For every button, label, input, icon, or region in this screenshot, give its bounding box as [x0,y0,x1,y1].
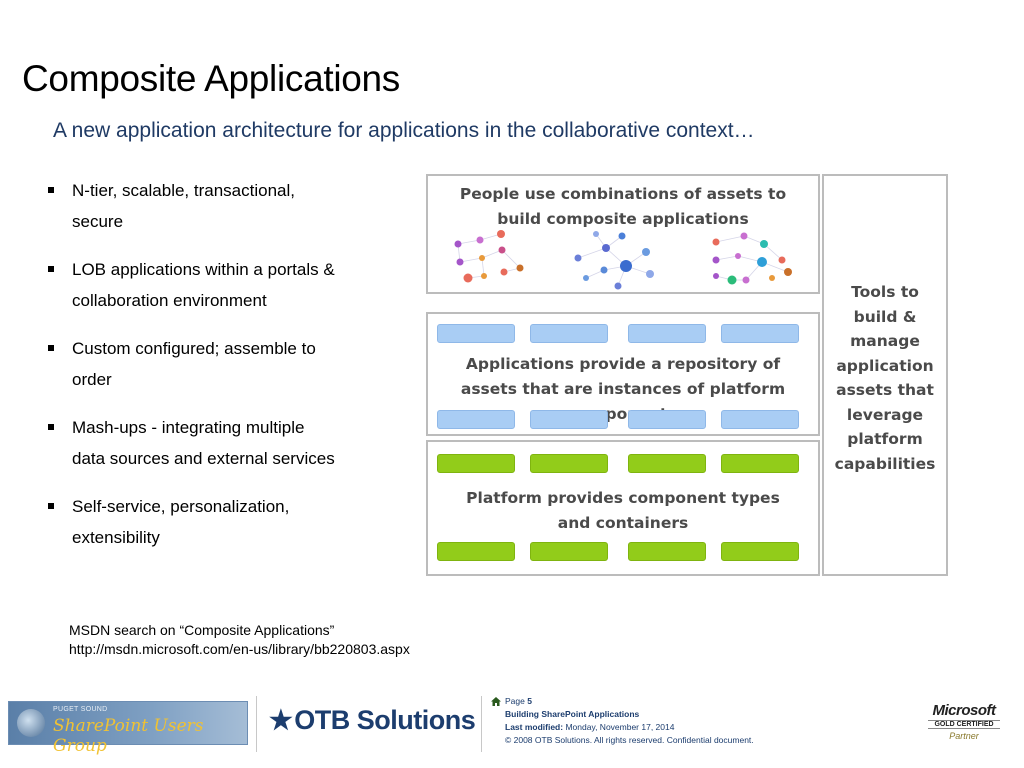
group-logo-small-text: PUGET SOUND [53,706,108,713]
platform-component-block [721,542,799,561]
gold-certified-badge: GOLD CERTIFIED [928,720,1000,729]
composite-network-icon [454,230,792,290]
bullet-square-icon [48,266,54,272]
app-component-block [530,410,608,429]
platform-component-block [437,542,515,561]
copyright-text: © 2008 OTB Solutions. All rights reserve… [505,735,754,745]
platform-component-block [628,454,706,473]
partner-text: Partner [949,731,979,741]
page-info: Page 5 Building SharePoint Applications … [491,695,754,747]
home-icon[interactable] [491,697,501,706]
last-modified-value: Monday, November 17, 2014 [565,722,675,732]
bullet-text: Mash-ups - integrating multiple data sou… [72,418,335,468]
app-component-block [437,410,515,429]
architecture-diagram: People use combinations of assets to bui… [426,172,950,578]
app-component-block [628,324,706,343]
bullet-square-icon [48,424,54,430]
bullet-item: LOB applications within a portals & coll… [48,254,347,316]
bullet-text: LOB applications within a portals & coll… [72,260,335,310]
platform-component-block [721,454,799,473]
page-label: Page [505,696,525,706]
slide-footer: PUGET SOUND SharePoint Users Group ✭OTB … [0,690,1024,768]
footer-divider [256,696,257,752]
applications-layer-box: Applications provide a repository of ass… [426,312,820,436]
bullet-text: Self-service, personalization, extensibi… [72,497,290,547]
bullet-item: Custom configured; assemble to order [48,333,347,395]
bullet-list: N-tier, scalable, transactional, secure … [48,175,378,570]
reference-source: MSDN search on “Composite Applications” [69,622,335,638]
app-component-block [721,410,799,429]
bullet-item: N-tier, scalable, transactional, secure [48,175,342,237]
app-component-block [628,410,706,429]
app-component-block [721,324,799,343]
platform-component-block [530,542,608,561]
bullet-item: Mash-ups - integrating multiple data sou… [48,412,337,474]
bullet-square-icon [48,503,54,509]
page-number-line: Page 5 [493,695,754,708]
group-logo-text: SharePoint Users Group [53,716,204,756]
bullet-square-icon [48,187,54,193]
page-number: 5 [527,696,532,706]
star-icon: ✭ [270,705,292,735]
platform-layer-box: Platform provides component types and co… [426,440,820,576]
bullet-text: Custom configured; assemble to order [72,339,316,389]
people-layer-box: People use combinations of assets to bui… [426,174,820,294]
platform-component-block [530,454,608,473]
people-layer-text: People use combinations of assets to bui… [459,185,787,228]
last-modified-label: Last modified: [505,722,564,732]
app-component-block [530,324,608,343]
bullet-item: Self-service, personalization, extensibi… [48,491,337,553]
app-component-block [437,324,515,343]
tools-column-text: Tools to build & manage application asse… [834,283,936,473]
sharepoint-users-group-logo: PUGET SOUND SharePoint Users Group [8,701,248,756]
tools-column-box: Tools to build & manage application asse… [822,174,948,576]
reference-url[interactable]: http://msdn.microsoft.com/en-us/library/… [69,641,410,657]
platform-component-block [628,542,706,561]
document-title: Building SharePoint Applications [505,709,640,719]
reference-note: MSDN search on “Composite Applications” … [69,621,410,659]
slide-subtitle: A new application architecture for appli… [53,119,755,142]
group-emblem-icon [17,709,45,737]
footer-divider [481,696,482,752]
bullet-square-icon [48,345,54,351]
bullet-text: N-tier, scalable, transactional, secure [72,181,295,231]
company-name: OTB Solutions [294,705,476,735]
microsoft-logo-text: Microsoft [932,702,997,719]
platform-component-block [437,454,515,473]
platform-layer-text: Platform provides component types and co… [466,489,780,532]
slide-title: Composite Applications [22,58,400,99]
microsoft-partner-logo: Microsoft GOLD CERTIFIED Partner [928,702,1000,741]
otb-solutions-logo: ✭OTB Solutions [270,705,476,736]
